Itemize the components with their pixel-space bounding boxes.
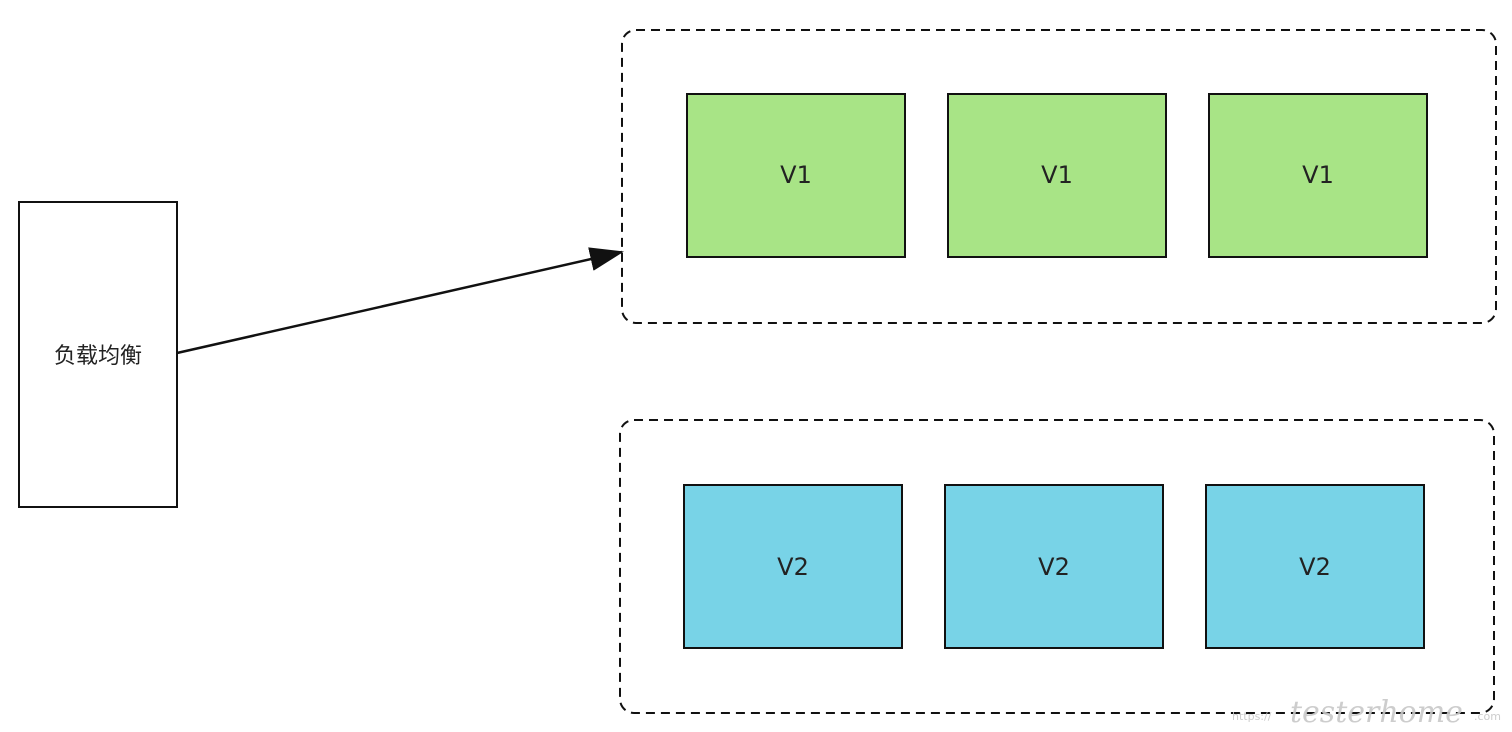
v1-instance-3[interactable]: V1 bbox=[1208, 93, 1428, 258]
v1-instance-2[interactable]: V1 bbox=[947, 93, 1167, 258]
load-balancer-node[interactable]: 负载均衡 bbox=[18, 201, 178, 508]
watermark-prefix: https:// bbox=[1232, 710, 1272, 723]
v2-instance-box bbox=[944, 484, 1164, 649]
watermark-suffix: .com bbox=[1474, 710, 1501, 723]
v1-instance-label: V1 bbox=[1302, 161, 1334, 189]
v2-instance-box bbox=[1205, 484, 1425, 649]
load-balancer-box bbox=[18, 201, 178, 508]
v2-instance-label: V2 bbox=[1299, 553, 1331, 581]
watermark-script: testerhome bbox=[1290, 695, 1463, 730]
v1-instance-label: V1 bbox=[780, 161, 812, 189]
watermark: https:// testerhome .com bbox=[1232, 695, 1501, 730]
traffic-arrow bbox=[176, 247, 624, 355]
load-balancer-label: 负载均衡 bbox=[54, 344, 142, 369]
v1-instance-box bbox=[686, 93, 906, 258]
v1-instance-1[interactable]: V1 bbox=[686, 93, 906, 258]
v1-instance-label: V1 bbox=[1041, 161, 1073, 189]
v2-instance-label: V2 bbox=[1038, 553, 1070, 581]
group-v1[interactable]: V1 V1 V1 bbox=[621, 29, 1497, 324]
v2-instance-2[interactable]: V2 bbox=[944, 484, 1164, 649]
v1-instance-box bbox=[1208, 93, 1428, 258]
v2-instance-box bbox=[683, 484, 903, 649]
v2-instance-label: V2 bbox=[777, 553, 809, 581]
group-v2-boundary bbox=[619, 419, 1495, 714]
v2-instance-3[interactable]: V2 bbox=[1205, 484, 1425, 649]
group-v2[interactable]: V2 V2 V2 bbox=[619, 419, 1495, 714]
group-v1-boundary bbox=[621, 29, 1497, 324]
v1-instance-box bbox=[947, 93, 1167, 258]
v2-instance-1[interactable]: V2 bbox=[683, 484, 903, 649]
